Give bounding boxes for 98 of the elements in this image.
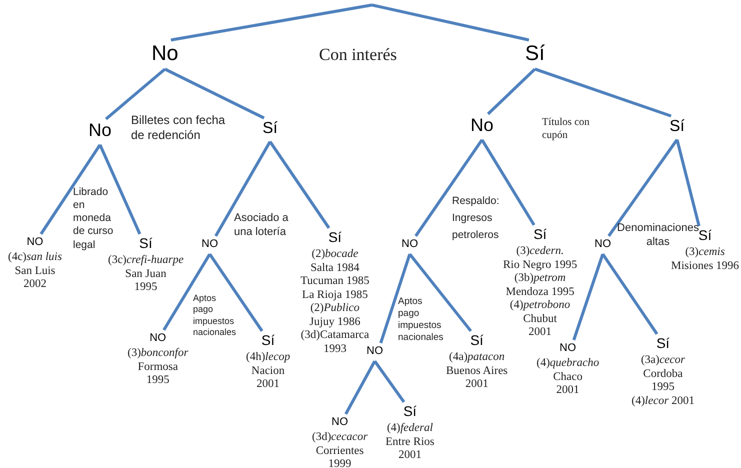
outcome-text: 2002 bbox=[22, 278, 48, 292]
branch-label: NO bbox=[330, 416, 350, 428]
outcome-text: (3)bonconfor bbox=[128, 347, 188, 361]
outcome-text: (3)cemis bbox=[684, 246, 726, 260]
outcome-text: Cordoba bbox=[642, 368, 684, 382]
branch-label: Sí bbox=[670, 118, 685, 136]
tree-branch-line bbox=[98, 144, 142, 235]
branch-label: No bbox=[88, 121, 112, 141]
branch-label: Sí bbox=[698, 228, 713, 244]
outcome-text: (3a)cecor bbox=[640, 354, 686, 368]
outcome-text: (3d)cecacor bbox=[312, 431, 368, 445]
outcome-text: Formosa bbox=[136, 360, 179, 374]
outcome-text: Jujuy 1986 bbox=[308, 316, 362, 330]
outcome-text: (4)federal bbox=[386, 422, 434, 436]
outcome-text: Mendoza 1995 bbox=[504, 286, 576, 300]
outcome-text: Salta 1984 bbox=[310, 262, 360, 276]
branch-label: No bbox=[152, 42, 178, 66]
outcome-text: Entre Rios bbox=[386, 436, 434, 450]
branch-label: Sí bbox=[138, 236, 154, 252]
outcome-text: 1993 bbox=[322, 342, 348, 356]
branch-label: Sí bbox=[469, 333, 484, 348]
outcome-text: Rio Negro 1995 bbox=[503, 258, 578, 272]
tree-branch-line bbox=[480, 139, 536, 226]
question-text: Aptos pago impuestos nacionales bbox=[193, 293, 237, 338]
outcome-text: 2001 bbox=[256, 378, 281, 392]
outcome-text: (2)Publico bbox=[309, 302, 361, 316]
branch-label: Sí bbox=[327, 230, 343, 246]
question-text: Asociado a una lotería bbox=[234, 212, 290, 240]
branch-label: NO bbox=[594, 238, 611, 250]
tree-branch-line bbox=[170, 4, 372, 42]
branch-label: NO bbox=[26, 236, 44, 248]
tree-branch-line bbox=[40, 144, 102, 235]
tree-branch-line bbox=[486, 68, 536, 116]
outcome-text: Tucuman 1985 bbox=[300, 275, 370, 289]
tree-branch-line bbox=[214, 140, 272, 237]
outcome-text: (3c)crefi-huarpe bbox=[108, 254, 184, 268]
tree-branch-line bbox=[676, 139, 700, 226]
branch-label: Sí bbox=[525, 42, 545, 66]
tree-branch-line bbox=[608, 138, 678, 237]
outcome-text: Chaco bbox=[552, 370, 584, 384]
outcome-text: (3)cedern. bbox=[515, 245, 565, 259]
outcome-text: Chubut bbox=[522, 312, 558, 326]
outcome-text: (3d)Catamarca bbox=[300, 329, 370, 343]
branch-label: NO bbox=[558, 342, 578, 354]
outcome-text: La Rioja 1985 bbox=[301, 288, 369, 302]
tree-branch-line bbox=[572, 254, 604, 340]
tree-branch-line bbox=[414, 138, 484, 237]
outcome-text: (2)bocade bbox=[310, 248, 360, 262]
outcome-text: (4)lecor 2001 bbox=[632, 394, 694, 408]
question-text: Aptos pago impuestos nacionales bbox=[398, 296, 444, 344]
branch-label: Sí bbox=[260, 333, 276, 348]
outcome-text: Misiones 1996 bbox=[671, 260, 740, 274]
question-text: Respaldo: Ingresos petroleros bbox=[452, 194, 500, 243]
outcome-text: 1995 bbox=[133, 281, 158, 295]
branch-label: NO bbox=[402, 238, 418, 250]
branch-label: Sí bbox=[402, 404, 418, 420]
question-text: Con interés bbox=[319, 44, 398, 66]
outcome-text: (4)petrobono bbox=[508, 299, 572, 313]
outcome-text: (4a)patacon bbox=[448, 351, 506, 365]
outcome-text: 2001 bbox=[555, 384, 580, 398]
tree-branch-line bbox=[602, 253, 658, 335]
outcome-text: San Juan bbox=[124, 268, 168, 282]
tree-branch-line bbox=[374, 360, 406, 403]
outcome-text: (4h)lecop bbox=[246, 351, 290, 365]
tree-branch-line bbox=[372, 4, 530, 42]
tree-branch-line bbox=[379, 254, 412, 344]
outcome-text: Corrientes bbox=[314, 444, 365, 458]
outcome-text: (4)quebracho bbox=[536, 357, 600, 371]
outcome-text: San Luis bbox=[14, 264, 56, 278]
outcome-text: 2001 bbox=[397, 449, 422, 463]
question-text: Billetes con fecha de redención bbox=[131, 113, 226, 143]
tree-branch-line bbox=[105, 68, 166, 120]
outcome-text: (3b)petrom bbox=[513, 272, 567, 286]
outcome-text: 1995 bbox=[145, 374, 170, 388]
tree-branch-line bbox=[164, 68, 265, 120]
question-text: Títulos con cupón bbox=[542, 116, 591, 142]
tree-branch-line bbox=[208, 253, 264, 332]
tree-branch-line bbox=[344, 360, 376, 415]
outcome-text: 1999 bbox=[327, 458, 352, 468]
tree-branch-line bbox=[534, 68, 672, 118]
branch-label: Sí bbox=[655, 336, 671, 352]
branch-label: Sí bbox=[532, 227, 548, 242]
tree-branch-line bbox=[268, 140, 330, 229]
branch-label: Sí bbox=[262, 120, 278, 138]
tree-branch-line bbox=[162, 253, 212, 331]
branch-label: NO bbox=[202, 238, 218, 250]
outcome-text: Buenos Aires bbox=[446, 364, 508, 378]
branch-label: NO bbox=[148, 332, 168, 344]
question-text: Librado en moneda de curso legal bbox=[73, 186, 114, 252]
question-text: Denominaciones altas bbox=[616, 222, 699, 248]
outcome-text: 1995 bbox=[650, 381, 676, 395]
outcome-text: Nacion bbox=[250, 364, 286, 378]
tree-branch-line bbox=[408, 253, 472, 332]
outcome-text: 2001 bbox=[464, 378, 490, 392]
branch-label: NO bbox=[366, 345, 383, 358]
outcome-text: (4c)san luis bbox=[8, 251, 62, 265]
branch-label: No bbox=[470, 116, 494, 136]
outcome-text: 2001 bbox=[528, 326, 553, 340]
